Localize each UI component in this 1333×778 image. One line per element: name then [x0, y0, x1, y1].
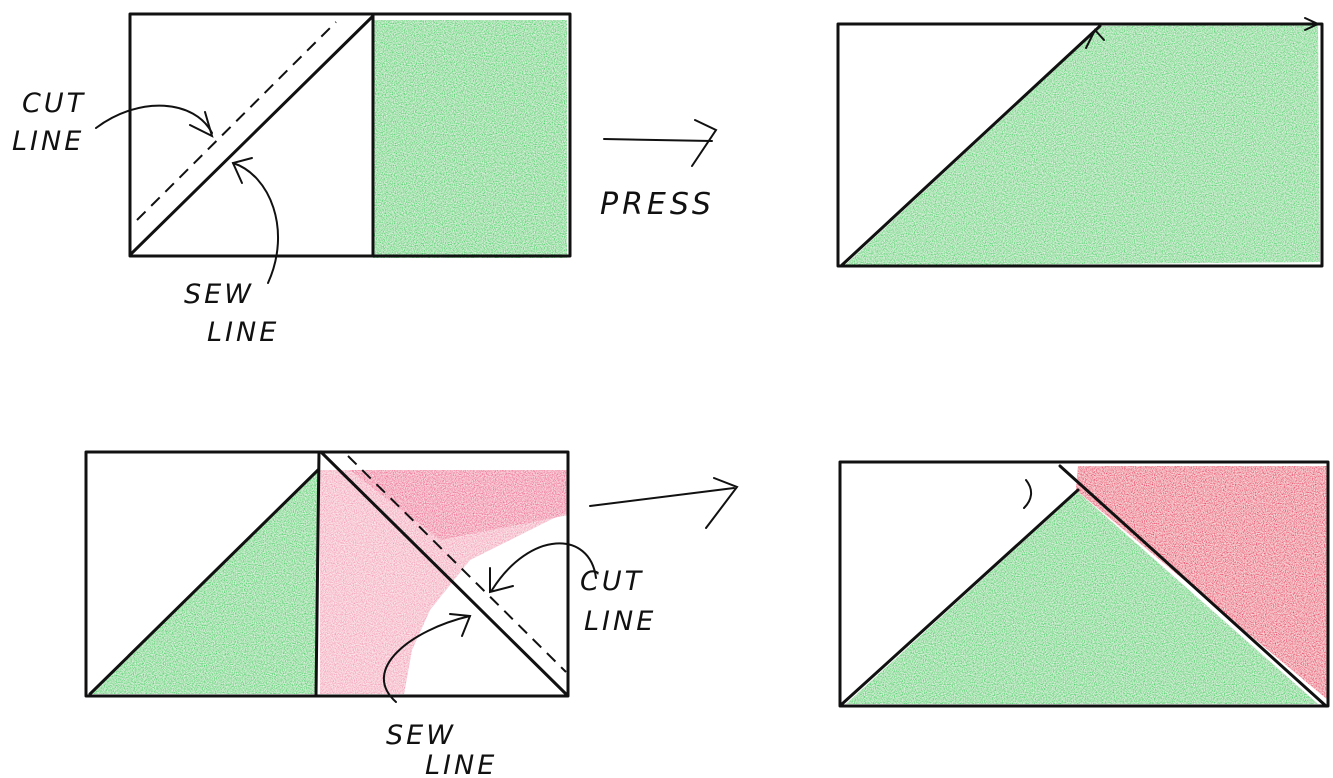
sew-line-label-1: SEW [184, 279, 254, 310]
cut-line-label-3: CUT [580, 566, 644, 597]
step-3-to-4-transition [589, 477, 739, 529]
right-arrow-head-2 [705, 477, 739, 529]
corner-tick-mark [1085, 28, 1105, 49]
press-label: PRESS [600, 187, 715, 222]
sew-line-pointer-head [231, 157, 253, 184]
green-center-triangle [846, 492, 1318, 704]
cut-line-label-4: LINE [584, 606, 656, 637]
panel-1-outline [128, 12, 572, 258]
goose-left-edge [840, 488, 1080, 706]
panel-4-outline [838, 460, 1330, 708]
cut-line-pointer-head-2 [489, 567, 514, 594]
sew-line-label-3: SEW [386, 720, 456, 751]
sew-line-pointer-arrow [232, 162, 279, 284]
goose-right-edge [1058, 464, 1328, 708]
cut-line-diagonal [136, 21, 337, 221]
panel-2-outline [836, 22, 1324, 268]
cut-line-diagonal-2 [347, 455, 567, 673]
panel-step-2 [836, 17, 1324, 268]
step-1-to-2-transition: PRESS [600, 119, 718, 222]
arrow-tip-mark [1304, 17, 1321, 31]
cut-line-pointer-arrow-2 [491, 542, 597, 591]
pink-top-strokes [350, 470, 568, 540]
sew-line-label-4: LINE [425, 750, 497, 778]
panel-step-3: CUT LINE SEW LINE [84, 450, 656, 778]
green-square-fill [373, 20, 567, 258]
stray-mark [1023, 479, 1032, 509]
sew-line-label-2: LINE [207, 317, 279, 348]
green-triangle-edge [88, 468, 320, 696]
sew-line-pointer-arrow-2 [382, 615, 471, 703]
cut-line-pointer-arrow [95, 104, 213, 134]
panel-3-divider [314, 450, 321, 698]
right-arrow-icon-2 [589, 487, 735, 507]
panel-step-1: CUT LINE SEW LINE [12, 12, 572, 348]
red-triangle-fill [1076, 466, 1328, 700]
panel-step-4 [838, 460, 1330, 708]
panel-3-outline [84, 450, 570, 698]
cut-line-label-2: LINE [12, 126, 84, 157]
sew-line-pointer-head-2 [449, 613, 472, 637]
pressed-fold-line [840, 24, 1102, 267]
sew-line-diagonal [129, 14, 375, 256]
sew-line-diagonal-2 [319, 450, 568, 696]
right-arrow-icon [603, 138, 713, 142]
cut-line-pointer-head [189, 111, 214, 138]
green-triangle-fill [844, 24, 1320, 266]
cut-line-label-1: CUT [22, 88, 86, 119]
right-arrow-head [691, 119, 718, 167]
